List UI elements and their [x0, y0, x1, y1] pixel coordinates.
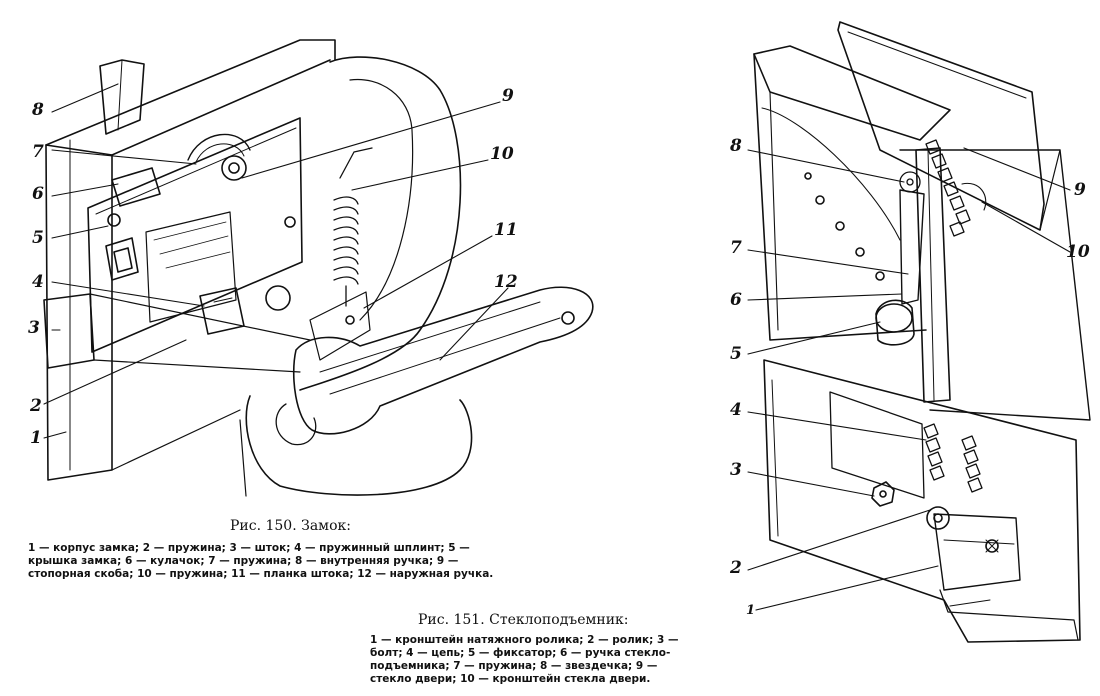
callout-3-regulator: 3 [730, 460, 742, 480]
figure-151-legend: 1 — кронштейн натяжного ролика; 2 — роли… [370, 634, 678, 686]
figure-150-legend-line: крышка замка; 6 — кулачок; 7 — пружина; … [28, 555, 459, 567]
lock-leader-lines [43, 83, 509, 439]
callout-5-regulator: 5 [730, 344, 742, 364]
figure-151-legend-line: стекло двери; 10 — кронштейн стекла двер… [370, 673, 651, 685]
figure-151-legend-line: подъемника; 7 — пружина; 8 — звездечка; … [370, 660, 658, 672]
callout-6-regulator: 6 [730, 290, 742, 310]
figure-150-legend: 1 — корпус замка; 2 — пружина; 3 — шток;… [28, 542, 493, 581]
callout-8: 8 [32, 100, 44, 120]
figure-151-legend-line: 1 — кронштейн натяжного ролика; 2 — роли… [370, 634, 679, 646]
figure-150-title: Рис. 150. Замок: [230, 518, 351, 534]
callout-4-regulator: 4 [730, 400, 742, 420]
callout-6: 6 [32, 184, 44, 204]
figure-150-legend-line: стопорная скоба; 10 — пружина; 11 — план… [28, 568, 494, 580]
callout-7-regulator: 7 [730, 238, 742, 258]
callout-12: 12 [494, 272, 518, 292]
callout-2-regulator: 2 [730, 558, 742, 578]
bottom-chain [923, 423, 983, 493]
callout-8-regulator: 8 [730, 136, 742, 156]
regulator-leader-lines [747, 147, 1071, 611]
callout-11: 11 [494, 220, 518, 240]
callout-1: 1 [30, 428, 42, 448]
callout-7: 7 [32, 142, 44, 162]
window-regulator-drawing [753, 21, 1091, 643]
callout-2: 2 [30, 396, 42, 416]
callout-10: 10 [490, 144, 514, 164]
callout-10-regulator: 10 [1066, 242, 1090, 262]
top-chain [899, 139, 987, 237]
coil-spring [333, 147, 373, 307]
figure-151-legend-line: болт; 4 — цепь; 5 — фиксатор; 6 — ручка … [370, 647, 671, 659]
callout-5: 5 [32, 228, 44, 248]
callout-1-regulator: 1 [746, 603, 756, 618]
callout-4: 4 [32, 272, 44, 292]
callout-3: 3 [28, 318, 40, 338]
figure-151-title: Рис. 151. Стеклоподъемник: [418, 612, 629, 628]
lock-drawing [43, 39, 594, 497]
callout-9-regulator: 9 [1074, 180, 1086, 200]
figure-150-legend-line: 1 — корпус замка; 2 — пружина; 3 — шток;… [28, 542, 470, 554]
callout-9: 9 [502, 86, 514, 106]
